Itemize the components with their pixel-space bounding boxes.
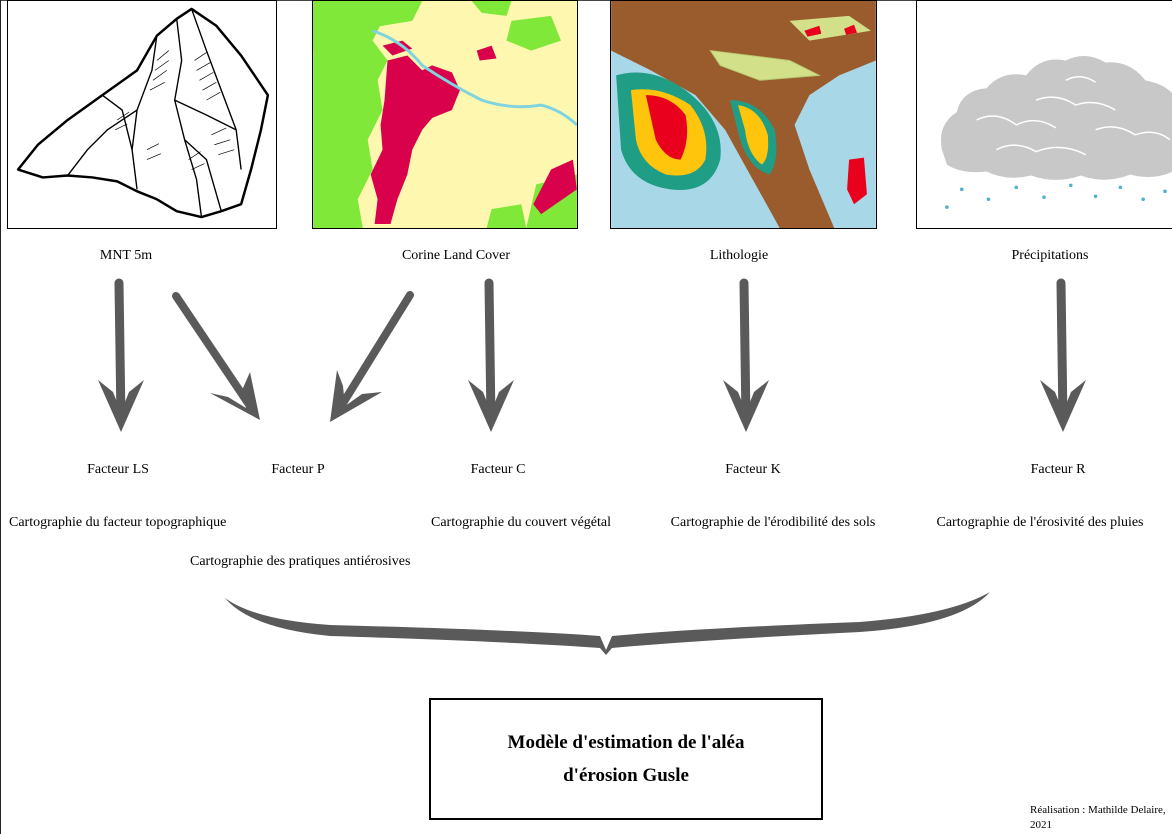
arrow-precipitation-to-r [1040, 278, 1086, 432]
source-label-dem: MNT 5m [99, 248, 153, 263]
source-label-precipitation: Précipitations [1011, 248, 1089, 263]
factor-label-ls: Facteur LS [87, 462, 149, 477]
author-credit: Réalisation : Mathilde Delaire, 2021 [1030, 804, 1166, 831]
description-k: Cartographie de l'érodibilité des sols [670, 515, 876, 530]
source-label-land-cover: Corine Land Cover [401, 248, 511, 263]
arrow-dem-to-p [172, 292, 260, 420]
model-box: Modèle d'estimation de l'aléa d'érosion … [429, 698, 823, 820]
description-ls: Cartographie du facteur topographique [9, 515, 227, 530]
rain-cloud-icon [940, 56, 1172, 209]
arrow-dem-to-ls [98, 278, 144, 432]
description-p: Cartographie des pratiques antiérosives [190, 554, 411, 569]
dem-sketch-icon [16, 7, 270, 219]
dem-panel [7, 0, 277, 229]
model-title: Modèle d'estimation de l'aléa d'érosion … [507, 732, 745, 786]
arrow-clc-to-p [330, 291, 414, 422]
factor-label-p: Facteur P [271, 462, 325, 477]
top-border [0, 0, 1172, 1]
factor-label-r: Facteur R [1030, 462, 1086, 477]
description-r: Cartographie de l'érosivité des pluies [936, 515, 1144, 530]
arrow-lithology-to-k [723, 278, 769, 432]
factor-label-k: Facteur K [725, 462, 781, 477]
land-cover-panel [312, 0, 578, 229]
lithology-panel [610, 0, 877, 229]
land-cover-map-icon [313, 1, 577, 228]
lithology-map-icon [611, 1, 876, 228]
source-label-lithology: Lithologie [709, 248, 769, 263]
factor-label-c: Facteur C [470, 462, 526, 477]
arrow-clc-to-c [468, 278, 514, 432]
left-border [0, 0, 1, 834]
curly-brace [225, 592, 990, 655]
precipitation-panel [916, 0, 1172, 229]
description-c: Cartographie du couvert végétal [431, 515, 611, 530]
